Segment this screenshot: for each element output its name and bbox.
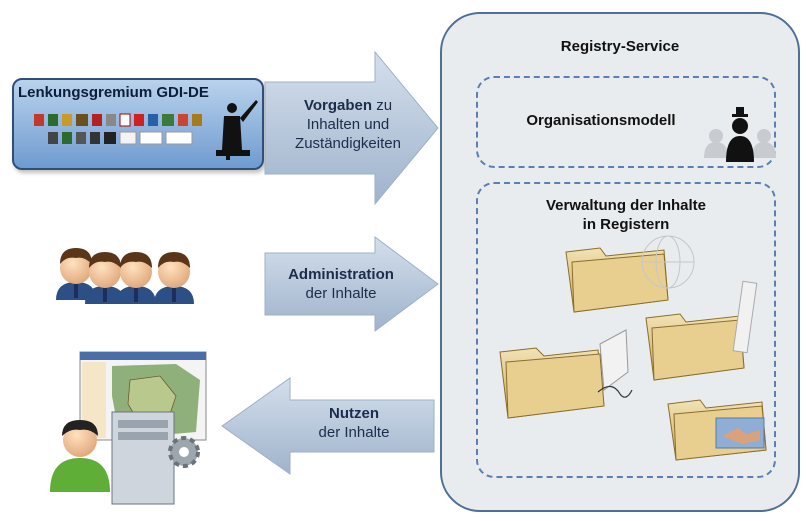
user-computer-icon — [50, 411, 175, 505]
org-model-label: Organisationsmodell — [526, 112, 676, 129]
arrow-vorgaben — [264, 50, 439, 206]
gear-icon — [168, 436, 200, 468]
ruler-icon — [732, 280, 758, 354]
arrow-administration — [264, 236, 439, 332]
conductor-silhouette-icon — [216, 100, 258, 160]
arrow-nutzen — [221, 377, 435, 475]
globe-icon — [641, 235, 695, 289]
admin-group-icon — [56, 248, 194, 304]
handshake-icon — [715, 417, 765, 449]
registry-service-title: Registry-Service — [560, 38, 680, 55]
steering-committee-title: Lenkungsgremium GDI-DE — [18, 84, 209, 101]
arrow-nutzen-label: Nutzen der Inhalte — [284, 404, 424, 442]
registers-title: Verwaltung der Inhalte in Registern — [476, 196, 776, 234]
registers-title-line2: in Registern — [582, 216, 670, 233]
arrow-vorgaben-bold: Vorgaben — [303, 97, 373, 114]
folder-icon — [499, 329, 633, 419]
folder-icon — [565, 247, 669, 313]
org-model-box — [476, 76, 776, 168]
arrow-administration-label: Administration der Inhalte — [268, 265, 414, 303]
arrow-administration-line2: der Inhalte — [305, 285, 377, 302]
registers-title-line1: Verwaltung der Inhalte — [545, 197, 707, 214]
arrow-nutzen-bold: Nutzen — [329, 405, 379, 422]
organisation-people-icon — [704, 107, 776, 162]
arrow-vorgaben-label: Vorgaben zu Inhalten und Zuständigkeiten — [268, 96, 428, 153]
registers-box — [476, 182, 776, 478]
folder-icon — [645, 313, 745, 381]
arrow-vorgaben-line2: Inhalten und — [306, 116, 390, 133]
arrow-vorgaben-rest: zu — [372, 97, 393, 114]
arrow-vorgaben-line3: Zuständigkeiten — [295, 135, 401, 152]
arrow-administration-bold: Administration — [288, 266, 394, 283]
coat-of-arms-icons — [34, 113, 202, 145]
arrow-nutzen-line2: der Inhalte — [318, 424, 390, 441]
